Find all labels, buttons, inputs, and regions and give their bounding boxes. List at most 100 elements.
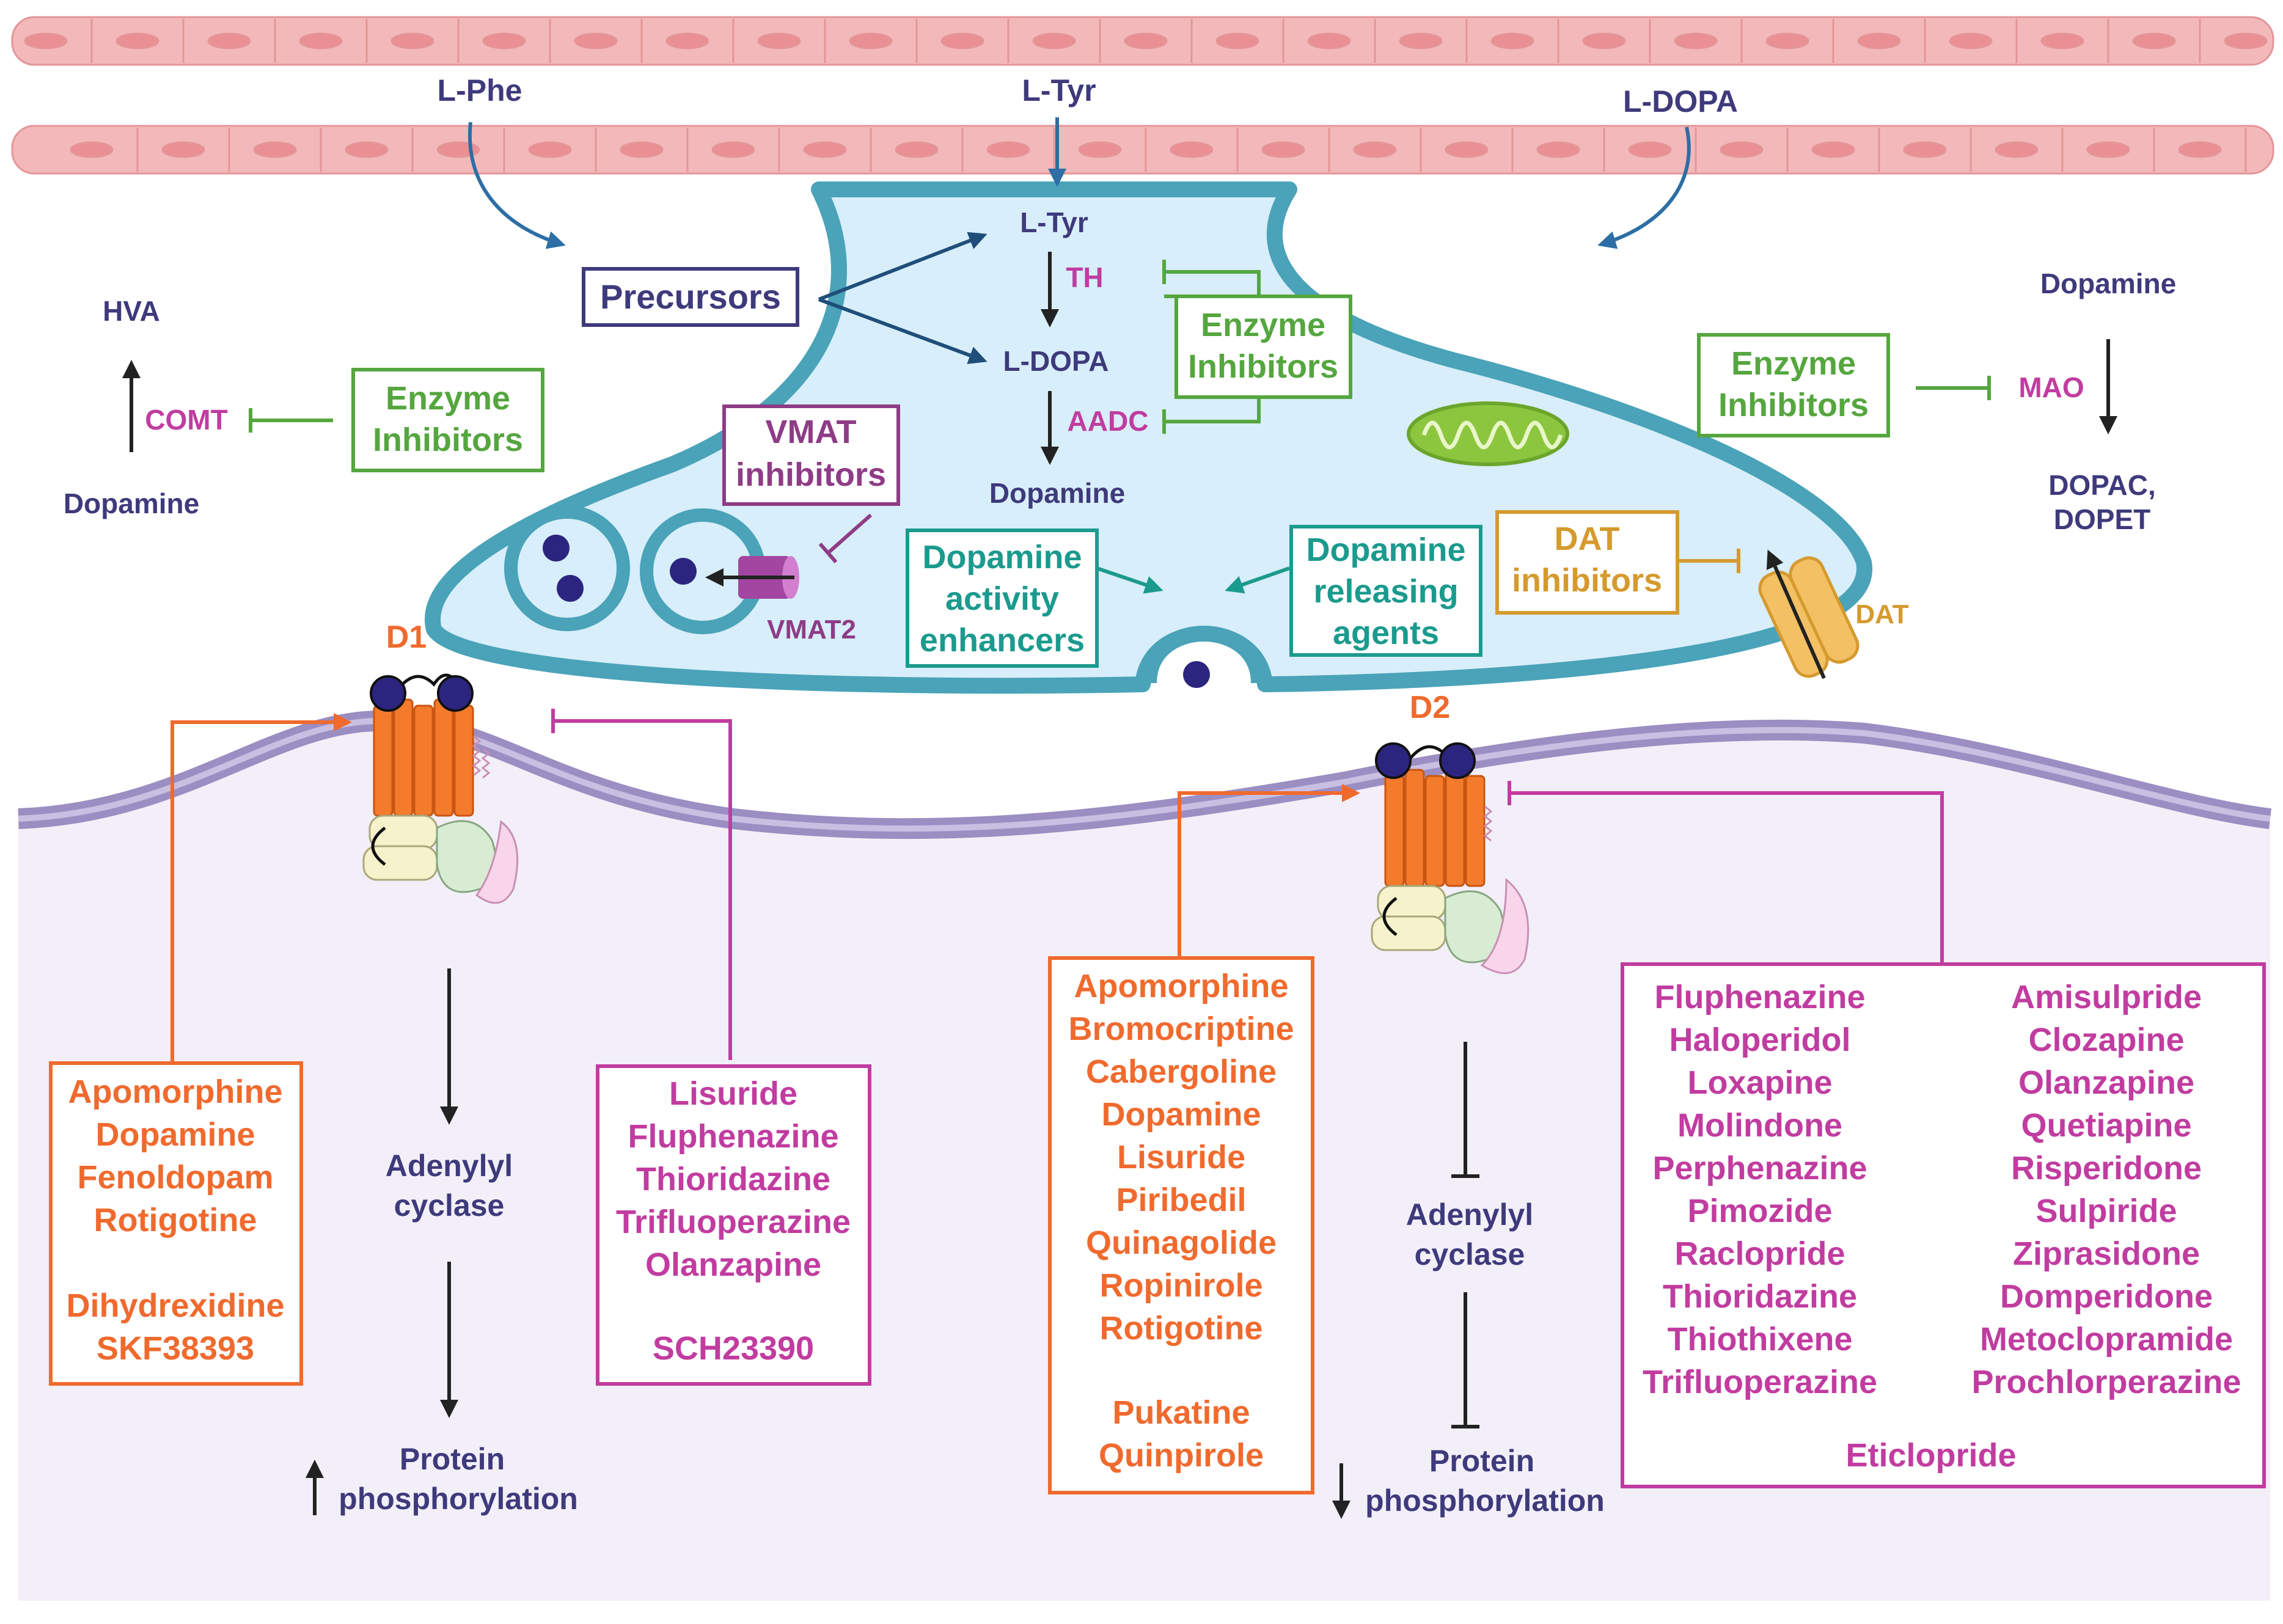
- vessel-cell-nucleus-icon: [849, 32, 893, 49]
- blood-vessel: [11, 16, 2274, 175]
- d1-antagonist-item: Olanzapine: [645, 1246, 821, 1283]
- vessel-cell-nucleus-icon: [1995, 141, 2039, 158]
- d1-agonist-item: SKF38393: [97, 1330, 254, 1367]
- releasers-line3: agents: [1333, 615, 1439, 651]
- vessel-cell-nucleus-icon: [1628, 141, 1672, 158]
- d2-antagonist-item: Thiothixene: [1667, 1321, 1852, 1358]
- vesicle-full-icon: [504, 505, 630, 631]
- vessel-input-phe: L-Phe: [438, 73, 522, 108]
- d2-receptor-icon: [1371, 742, 1530, 975]
- d2-antagonist-item: Eticlopride: [1845, 1437, 2016, 1474]
- d2-antagonist-item: Prochlorperazine: [1971, 1364, 2241, 1400]
- boxes: [49, 267, 2266, 1494]
- vessel-input-dopa: L-DOPA: [1623, 84, 1738, 119]
- vessel-cell-nucleus-icon: [24, 32, 68, 49]
- dat-inhibitors-box: [1495, 510, 1679, 615]
- d1-cascade2-line1: Protein: [400, 1442, 505, 1476]
- d1-agonist-item: Apomorphine: [68, 1074, 283, 1110]
- d2-antagonist-item: Sulpiride: [2036, 1193, 2177, 1229]
- d2-agonist-item: Quinpirole: [1099, 1437, 1264, 1474]
- d2-antagonist-item: Trifluoperazine: [1643, 1364, 1877, 1400]
- mitochondrion-icon: [1407, 401, 1569, 466]
- d1-agonist-item: Dihydrexidine: [66, 1287, 284, 1324]
- mao-inhibitors-box: [1697, 333, 1890, 437]
- vessel-cell-nucleus-icon: [1170, 141, 1214, 158]
- d2-antagonist-item: Domperidone: [2000, 1278, 2213, 1315]
- vessel-cell-nucleus-icon: [1811, 141, 1855, 158]
- d2-antagonist-item: Molindone: [1677, 1107, 1842, 1144]
- comt-inhibitors-box: [351, 368, 544, 472]
- d2-agonist-item: Dopamine: [1101, 1096, 1261, 1133]
- vessel-cell-nucleus-icon: [1307, 32, 1351, 49]
- enhancers-line1: Dopamine: [922, 539, 1082, 576]
- enhancers-line3: enhancers: [920, 622, 1085, 659]
- synthesis-dopa: L-DOPA: [1003, 345, 1109, 377]
- vessel-cell-nucleus-icon: [986, 141, 1030, 158]
- drug-lists: ApomorphineDopamineFenoldopamRotigotineD…: [66, 968, 2241, 1474]
- d2-antagonist-item: Amisulpride: [2011, 979, 2202, 1015]
- vessel-cell-nucleus-icon: [1032, 32, 1076, 49]
- vessel-cell-nucleus-icon: [207, 32, 251, 49]
- releasers-line1: Dopamine: [1306, 532, 1465, 568]
- synthesis-inhibitors-line2: Inhibitors: [1188, 348, 1338, 385]
- vessel-cell-nucleus-icon: [161, 141, 205, 158]
- d1-cascade1-line2: cyclase: [394, 1188, 505, 1223]
- d2-agonist-item: Cabergoline: [1086, 1053, 1277, 1090]
- vessel-cell-nucleus-icon: [620, 141, 664, 158]
- d1-cascade2-line2: phosphorylation: [339, 1482, 578, 1516]
- d2-antagonist-item: Ziprasidone: [2013, 1235, 2200, 1272]
- d2-agonist-item: Quinagolide: [1086, 1224, 1277, 1261]
- vmat-inhibitors-box: [722, 404, 900, 506]
- vessel-cell-nucleus-icon: [2040, 32, 2084, 49]
- d2-antagonist-item: Haloperidol: [1669, 1022, 1850, 1058]
- d2-cascade2-line2: phosphorylation: [1365, 1483, 1605, 1518]
- d1-antagonist-item: Fluphenazine: [628, 1118, 838, 1155]
- vessel-cell-nucleus-icon: [1124, 32, 1168, 49]
- vessel-cell-nucleus-icon: [1261, 141, 1305, 158]
- dat-inhibitors-line2: inhibitors: [1512, 562, 1662, 599]
- d1-label: D1: [386, 620, 427, 655]
- vmat-inhibitors-line2: inhibitors: [736, 456, 886, 493]
- vessel-cell-nucleus-icon: [895, 141, 939, 158]
- d1-receptor-icon: [362, 673, 519, 904]
- vessel-cell-nucleus-icon: [1582, 32, 1626, 49]
- d1-antagonist-item: Thioridazine: [636, 1161, 830, 1198]
- dat-inhibitors-line1: DAT: [1555, 521, 1620, 557]
- d1-agonist-item: Fenoldopam: [78, 1159, 274, 1196]
- d1-agonist-item: Rotigotine: [94, 1202, 257, 1238]
- dat-label: DAT: [1855, 599, 1908, 629]
- vessel-cell-nucleus-icon: [1399, 32, 1443, 49]
- comt-inhibitors-line1: Enzyme: [386, 380, 510, 417]
- vessel-cell-nucleus-icon: [1674, 32, 1718, 49]
- comt-substrate-dopamine: Dopamine: [64, 488, 199, 519]
- d2-agonist-item: Ropinirole: [1100, 1267, 1263, 1304]
- vessel-cell-nucleus-icon: [803, 141, 847, 158]
- vessel-cell-nucleus-icon: [482, 32, 526, 49]
- mao-substrate-dopamine: Dopamine: [2040, 268, 2176, 299]
- vessel-cell-nucleus-icon: [1445, 141, 1489, 158]
- d2-antagonist-item: Fluphenazine: [1654, 979, 1865, 1015]
- mao-product-line2: DOPET: [2054, 503, 2150, 535]
- synthesis-inhibitors-box: [1174, 294, 1352, 399]
- vessel-cell-nucleus-icon: [1949, 32, 1993, 49]
- d1-agonist-item: Dopamine: [95, 1116, 255, 1153]
- enzyme-comt: COMT: [145, 404, 227, 436]
- released-dopamine-icon: [1183, 661, 1210, 688]
- d1-cascade1-line1: Adenylyl: [386, 1149, 513, 1183]
- synthesis-inhibitors-line1: Enzyme: [1201, 307, 1325, 343]
- d2-antagonist-item: Raclopride: [1674, 1235, 1845, 1272]
- comt-product-hva: HVA: [103, 295, 160, 327]
- precursors-box: [582, 267, 799, 327]
- d2-agonist-item: Apomorphine: [1074, 968, 1289, 1004]
- vessel-cell-nucleus-icon: [1857, 32, 1901, 49]
- connectors: [122, 117, 2117, 1519]
- vessel-cell-nucleus-icon: [757, 32, 801, 49]
- d2-antagonist-item: Loxapine: [1687, 1064, 1832, 1101]
- d2-antagonist-item: Thioridazine: [1663, 1278, 1857, 1315]
- enhancers-box: [906, 529, 1099, 668]
- enhancers-line2: activity: [945, 580, 1059, 617]
- d2-antagonist-item: Quetiapine: [2021, 1107, 2191, 1144]
- vessel-cell-nucleus-icon: [1490, 32, 1534, 49]
